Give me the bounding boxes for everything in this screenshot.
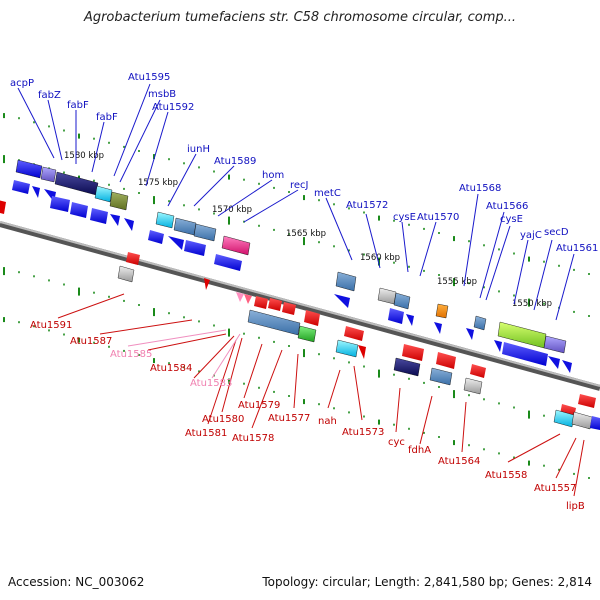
gene-label[interactable]: Atu1584 [150, 363, 192, 374]
reverse-gene-labels[interactable]: Atu1591 Atu1587 Atu1585 Atu1584 Atu1583 … [30, 320, 585, 512]
ruler-label: 1565 kbp [286, 229, 326, 239]
pseudo-leader [211, 333, 241, 379]
gene-label[interactable]: fabZ [38, 90, 61, 101]
reverse-features[interactable] [117, 252, 600, 430]
gene-label[interactable]: Atu1573 [342, 427, 384, 438]
ruler-ticks [3, 113, 590, 479]
ruler-labels: 1580 kbp 1575 kbp 1570 kbp 1565 kbp 1560… [64, 151, 552, 309]
gene-label[interactable]: Atu1558 [485, 470, 527, 481]
ruler-label: 1560 kbp [360, 253, 400, 263]
gene-label[interactable]: Atu1557 [534, 483, 576, 494]
forward-features[interactable] [0, 159, 572, 373]
gene-label[interactable]: Atu1581 [185, 428, 227, 439]
gene-label[interactable]: Atu1589 [214, 156, 256, 167]
ruler-label: 1550 kbp [512, 299, 552, 309]
map-title: Agrobacterium tumefaciens str. C58 chrom… [83, 10, 517, 25]
accession-text: Accession: NC_003062 [8, 575, 145, 589]
gene-label[interactable]: fdhA [408, 445, 431, 456]
gene-label[interactable]: fabF [67, 100, 89, 111]
ruler-label: 1575 kbp [138, 178, 178, 188]
gene-label[interactable]: yajC [520, 230, 542, 241]
gene-label[interactable]: Atu1566 [486, 201, 528, 212]
gene-label[interactable]: acpP [10, 78, 34, 89]
gene-label[interactable]: Atu1568 [459, 183, 501, 194]
topology-text: Topology: circular; Length: 2,841,580 bp… [262, 575, 592, 589]
reverse-leaders [57, 293, 585, 497]
gene-label[interactable]: cysE [500, 214, 523, 225]
gene-label[interactable]: Atu1577 [268, 413, 310, 424]
pseudo-leader [127, 329, 227, 347]
gene-label[interactable]: Atu1595 [128, 72, 170, 83]
gene-label[interactable]: lipB [566, 501, 585, 512]
gene-label[interactable]: iunH [187, 144, 210, 155]
forward-gene-labels[interactable]: acpP fabZ fabF fabF Atu1595 msbB Atu1592… [10, 72, 598, 254]
gene-label[interactable]: recJ [290, 180, 309, 191]
gene-label[interactable]: Atu1580 [202, 414, 244, 425]
ruler-label: 1570 kbp [212, 205, 252, 215]
gene-label[interactable]: secD [544, 227, 569, 238]
gene-label[interactable]: hom [262, 170, 284, 181]
chromosome-backbone [0, 221, 600, 391]
gene-label[interactable]: Atu1570 [417, 212, 459, 223]
gene-label[interactable]: Atu1578 [232, 433, 274, 444]
gene-label[interactable]: Atu1585 [110, 349, 152, 360]
gene-label[interactable]: Atu1592 [152, 102, 194, 113]
forward-leaders [17, 83, 575, 321]
gene-label[interactable]: cyc [388, 437, 405, 448]
ruler-label: 1555 kbp [437, 277, 477, 287]
gene-label[interactable]: Atu1564 [438, 456, 480, 467]
gene-label[interactable]: Atu1583 [190, 378, 232, 389]
gene-label[interactable]: cysE [393, 212, 416, 223]
gene-label[interactable]: Atu1579 [238, 400, 280, 411]
ruler-label: 1580 kbp [64, 151, 104, 161]
gene-label[interactable]: metC [314, 188, 341, 199]
gene-label[interactable]: Atu1591 [30, 320, 72, 331]
gene-label[interactable]: nah [318, 416, 337, 427]
gene-label[interactable]: Atu1587 [70, 336, 112, 347]
gene-label[interactable]: Atu1561 [556, 243, 598, 254]
gene-label[interactable]: fabF [96, 112, 118, 123]
gene-label[interactable]: Atu1572 [346, 200, 388, 211]
gene-label[interactable]: msbB [148, 89, 176, 100]
